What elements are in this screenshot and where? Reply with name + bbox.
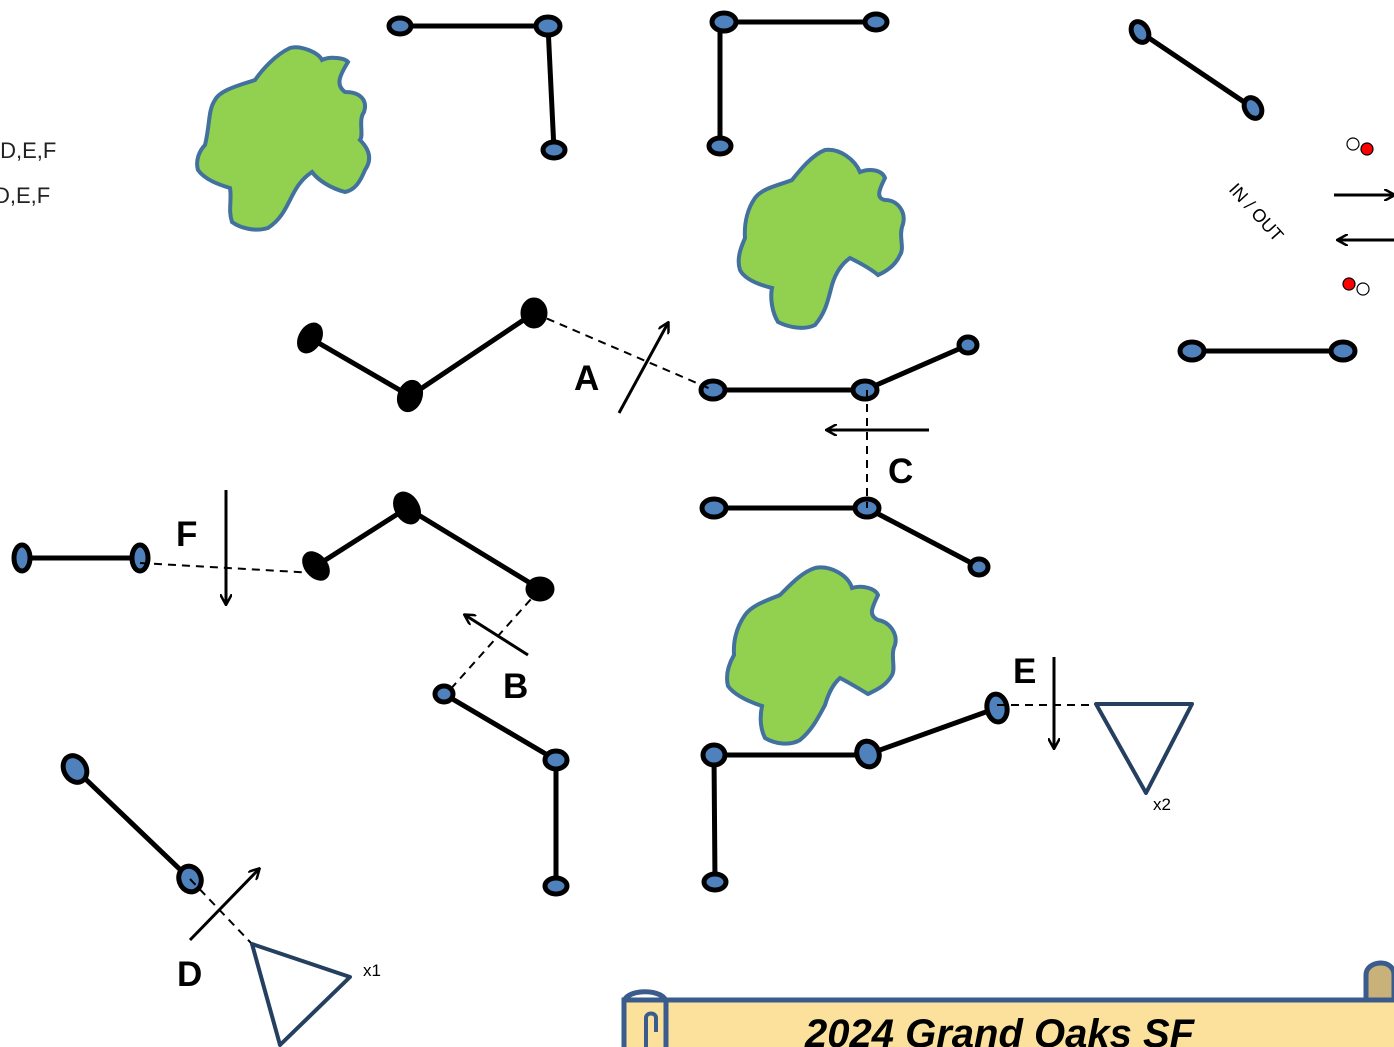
in-marker-icon bbox=[1346, 137, 1374, 156]
fence-top-right-diagonal bbox=[1128, 19, 1265, 121]
fence-left-horizontal bbox=[11, 542, 151, 574]
title-banner: 2024 Grand Oaks SF bbox=[621, 960, 1394, 1047]
fence-bottom-left-corner bbox=[432, 683, 570, 897]
connector-b bbox=[447, 588, 541, 693]
fence-fork-upper bbox=[698, 334, 980, 402]
out-marker-icon bbox=[1342, 277, 1370, 296]
fence-top-left-corner bbox=[386, 14, 568, 161]
fence-zigzag-lower bbox=[302, 491, 555, 602]
route-note-2: D,E,F bbox=[0, 183, 51, 208]
bush-obstacle-3 bbox=[725, 565, 898, 746]
arrow-d bbox=[188, 869, 259, 942]
target-label-x1: x1 bbox=[363, 961, 381, 980]
bush-obstacle-2 bbox=[736, 147, 906, 330]
direction-arrows bbox=[188, 195, 1394, 942]
waypoint-label-a: A bbox=[574, 359, 599, 398]
fence-bottom-left-diagonal bbox=[60, 753, 204, 895]
fence-bottom-middle-corner bbox=[700, 691, 1010, 893]
fence-fork-lower bbox=[699, 496, 991, 578]
waypoint-label-f: F bbox=[176, 515, 197, 554]
connector-f bbox=[139, 562, 317, 574]
arrow-b bbox=[465, 615, 529, 657]
in-out-label: IN / OUT bbox=[1225, 179, 1287, 245]
connector-a bbox=[533, 312, 714, 391]
arrow-a bbox=[617, 323, 668, 414]
waypoint-label-d: D bbox=[177, 955, 202, 994]
connector-d bbox=[189, 878, 253, 945]
fence-right-horizontal bbox=[1177, 339, 1358, 363]
route-note-1: ,D,E,F bbox=[0, 138, 57, 163]
waypoint-label-b: B bbox=[503, 667, 528, 706]
target-x2: x2 bbox=[1094, 702, 1194, 814]
fence-top-middle-corner bbox=[706, 10, 890, 157]
fence-zigzag-upper bbox=[297, 297, 548, 413]
dashed-connectors bbox=[139, 312, 1102, 945]
waypoint-label-e: E bbox=[1013, 652, 1036, 691]
bush-obstacle-1 bbox=[195, 45, 372, 232]
waypoint-label-c: C bbox=[888, 452, 913, 491]
banner-title: 2024 Grand Oaks SF bbox=[804, 1012, 1196, 1047]
target-x1: x1 bbox=[250, 942, 381, 1047]
in-out-marker: IN / OUT bbox=[1225, 137, 1374, 296]
target-label-x2: x2 bbox=[1153, 795, 1171, 814]
